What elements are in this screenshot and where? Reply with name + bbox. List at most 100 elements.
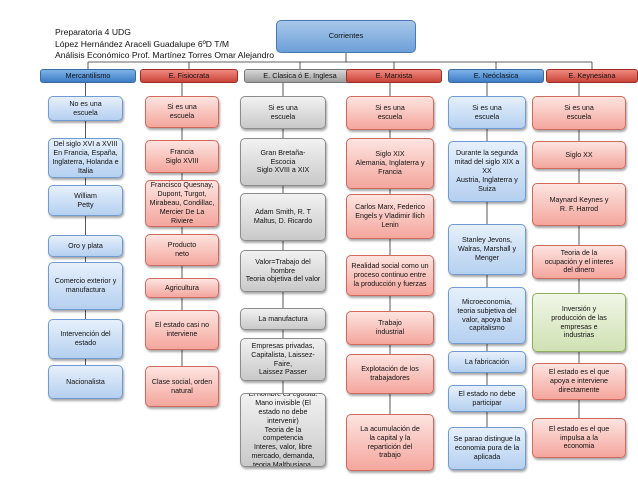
concept-node-line: valor, apoya bal	[462, 315, 512, 324]
category-label: E. Marxista	[375, 70, 413, 80]
concept-node-line: escuela	[169, 112, 195, 120]
concept-node-line: la producción y fuerzas	[353, 279, 427, 288]
concept-node-line: Engels y Vladimir Ilich	[355, 212, 425, 221]
category-e-clasica-e-inglesa: E. Clasica ó E. Inglesa	[244, 69, 356, 83]
concept-node-line: Lenin	[381, 220, 399, 229]
concept-node-line: El estado no debe	[458, 389, 516, 398]
concept-node-line: escuela	[73, 108, 98, 117]
concept-node-line: Walras, Marshall y	[457, 245, 517, 254]
concept-node-line: Producto	[167, 241, 197, 250]
header-course: Análisis Económico Prof. Martínez Torres…	[55, 50, 275, 60]
concept-node-line: Si es una	[167, 103, 197, 112]
concept-node: Intervención del estado	[48, 319, 123, 359]
concept-node-line: Escocia	[270, 157, 296, 166]
header-block: Preparatoria 4 UDG López Hernández Arace…	[55, 27, 274, 62]
concept-node-line: La acumulación de	[360, 424, 420, 433]
concept-node-line: Capitalista, Laissez-Faire,	[251, 350, 315, 368]
concept-node-line: Del siglo XVI a XVIII	[53, 140, 118, 149]
root-label: Corrientes	[328, 31, 364, 41]
concept-node-line: El estado es el que	[548, 424, 610, 433]
concept-node: La manufactura	[240, 308, 326, 330]
concept-node-line: empresas e	[560, 322, 598, 331]
concept-node-line: escuela	[377, 113, 403, 121]
concept-node-line: Teoria objetiva del valor	[245, 275, 321, 284]
concept-node-line: Si es una	[268, 103, 298, 112]
category-label: E. Fisiocrata	[168, 70, 210, 80]
concept-node-line: El estado es el que	[548, 368, 610, 377]
concept-node-line: Austria, Inglaterra y	[456, 175, 518, 184]
concept-node-line: Petty	[77, 200, 94, 209]
concept-node-line: Francia	[170, 147, 194, 156]
concept-node-line: Menger	[474, 253, 500, 262]
concept-node-line: teoria subjetiva del	[457, 306, 517, 315]
concept-node-line: del dinero	[563, 266, 595, 275]
concept-node-line: hombre	[270, 266, 296, 275]
concept-node: Siglo XX	[532, 141, 626, 169]
concept-node-line: interviene	[166, 330, 198, 338]
concept-node-line: trabajadores	[370, 374, 410, 382]
concept-node-line: manufactura	[65, 286, 106, 294]
concept-node-line: En Francia, España,	[53, 149, 118, 158]
category-label: E. Neóclasica	[473, 70, 519, 80]
concept-node-line: mitad del siglo XIX a XX	[454, 158, 520, 176]
concept-node-line: Intervención del estado	[60, 330, 111, 347]
concept-node-line: la capital y la	[369, 433, 411, 442]
header-student: López Hernández Araceli Guadalupe 6ºD T/…	[55, 38, 230, 49]
concept-node-line: Maynard Keynes y	[549, 195, 609, 204]
concept-node-line: economia pura de la	[454, 444, 520, 453]
concept-node-line: Se parao distingue la	[453, 435, 521, 444]
concept-node-line: Si es una	[564, 104, 594, 113]
concept-node-line: industrial	[375, 328, 405, 336]
concept-node-line: William	[74, 191, 97, 200]
concept-node: Empresas privadas,Capitalista, Laissez-F…	[240, 338, 326, 381]
concept-node-line: El hombre es egoista. Mano invisible (El	[248, 393, 318, 407]
concept-node-line: Si es una	[472, 103, 502, 112]
concept-node-line: No es una	[69, 99, 102, 108]
concept-node-line: Durante la segunda	[456, 149, 518, 158]
concept-node-line: capitalismo	[469, 324, 505, 333]
concept-node-line: Inversión y	[561, 304, 597, 313]
concept-node-line: Maltus, D. Ricardo	[253, 217, 313, 225]
concept-node-line: Teoria de la competencia	[262, 425, 304, 443]
concept-node-line: estado no debe intervenir)	[258, 407, 308, 425]
concept-node-line: Suiza	[478, 184, 496, 193]
concept-node-line: Clase social, orden	[151, 377, 213, 386]
concept-node-line: Siglo XIX	[375, 150, 405, 159]
concept-node-line: economia	[563, 442, 595, 451]
concept-node-line: Trabajo	[378, 319, 402, 328]
concept-node-line: apoya e interviene	[550, 377, 608, 386]
concept-node-line: Microeconomia,	[461, 297, 513, 306]
concept-node-line: Stanley Jevons,	[461, 236, 513, 245]
concept-node-line: Si es una	[375, 104, 405, 113]
root-node-corrientes: Corrientes	[276, 20, 416, 53]
concept-node-line: Carlos Marx, Federico	[355, 203, 425, 212]
concept-node-line: Comercio exterior y	[54, 277, 117, 286]
concept-node-line: La fabricación	[464, 357, 510, 366]
concept-node-line: R. F. Harrod	[559, 204, 599, 213]
category-mercantilismo: Mercantilismo	[40, 69, 136, 83]
concept-node-line: natural	[171, 386, 193, 395]
concept-node-line: ocupación y el interes	[544, 257, 614, 266]
concept-node-line: Mercier De La Riviere	[159, 207, 205, 225]
category-e-ne-clasica: E. Neóclasica	[448, 69, 544, 83]
